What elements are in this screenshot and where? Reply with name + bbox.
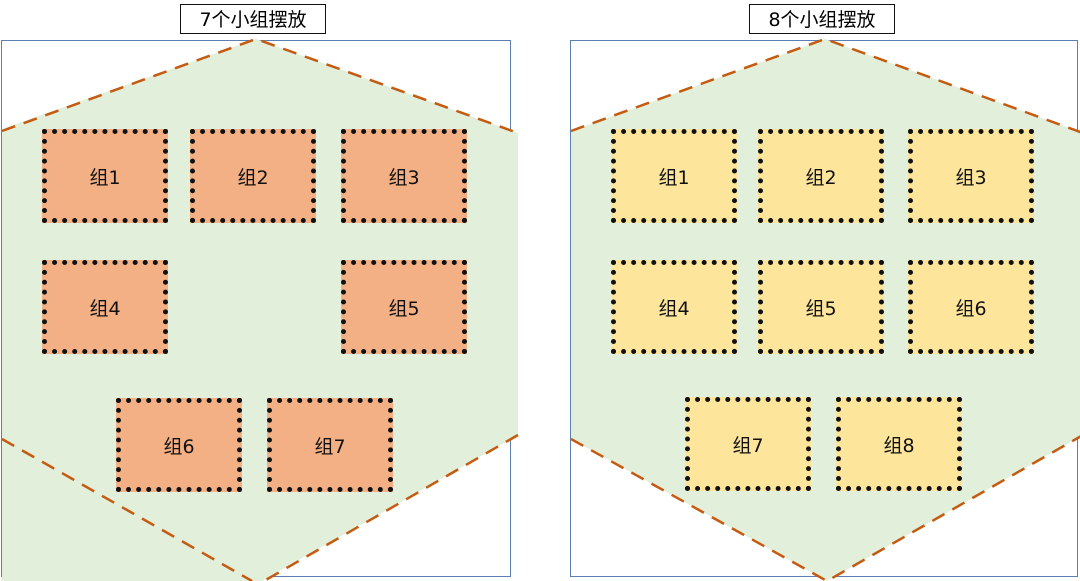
group-box-2: 组2 xyxy=(758,129,884,223)
hexagon-dashed-lower-left xyxy=(1,437,253,581)
group-box-5: 组5 xyxy=(341,260,467,354)
panel-title-left: 7个小组摆放 xyxy=(180,4,326,34)
group-box-7: 组7 xyxy=(685,397,811,491)
hexagon-dashed-lower-right-left xyxy=(263,433,519,581)
group-box-1: 组1 xyxy=(42,129,168,223)
group-box-4: 组4 xyxy=(42,260,168,354)
group-box-7: 组7 xyxy=(267,398,393,492)
group-box-3: 组3 xyxy=(908,129,1034,223)
group-box-5: 组5 xyxy=(758,260,884,354)
group-box-8: 组8 xyxy=(836,397,962,491)
group-box-1: 组1 xyxy=(611,129,737,223)
group-box-6: 组6 xyxy=(908,260,1034,354)
hexagon-dashed-lower-right xyxy=(570,435,1080,581)
group-box-3: 组3 xyxy=(341,129,467,223)
group-box-4: 组4 xyxy=(611,260,737,354)
group-box-2: 组2 xyxy=(190,129,316,223)
group-box-6: 组6 xyxy=(116,398,242,492)
panel-title-right: 8个小组摆放 xyxy=(749,4,895,34)
